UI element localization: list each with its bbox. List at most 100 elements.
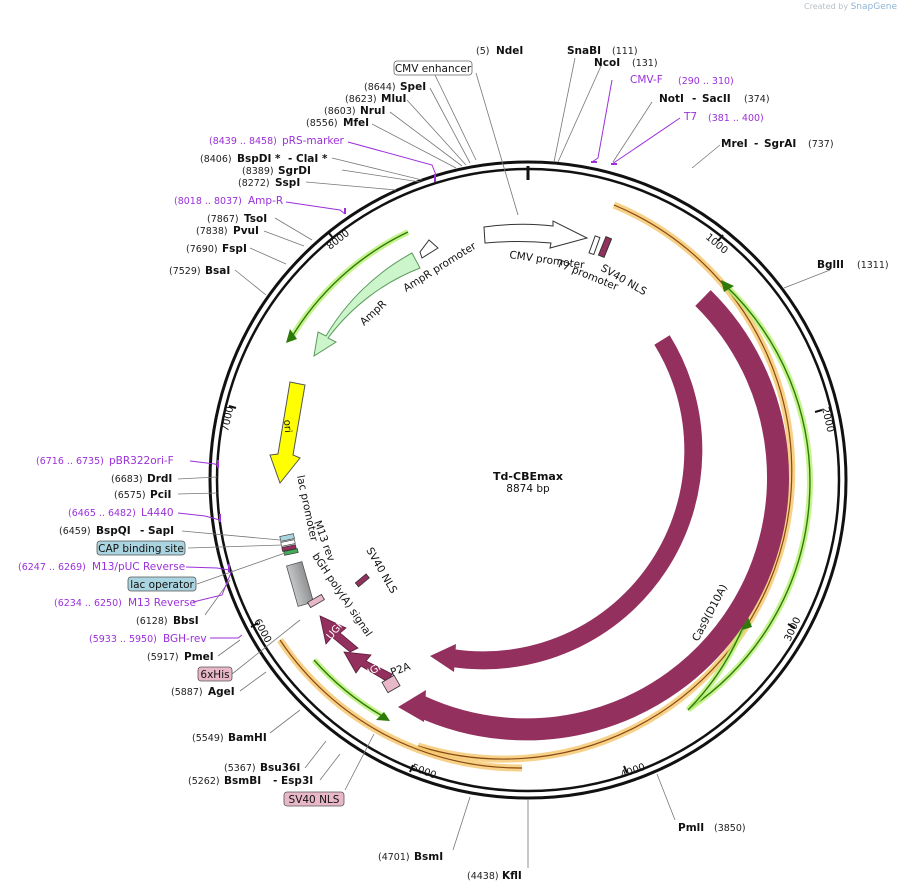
svg-text:-: -: [273, 775, 277, 787]
site-esp3i[interactable]: Esp3I: [281, 775, 313, 787]
primer-m13-puc-rev-pos: (6247 .. 6269): [18, 562, 86, 573]
site-noti-pos: (374): [744, 94, 770, 105]
site-tsoi[interactable]: TsoI: [244, 213, 267, 225]
site-bbsi[interactable]: BbsI: [173, 615, 199, 627]
primer-amp-r-pos: (8018 .. 8037): [174, 196, 242, 207]
site-bsmi-pos: (4701): [378, 852, 410, 863]
site-bspdi[interactable]: BspDI *: [237, 153, 281, 165]
site-sacii[interactable]: SacII: [702, 93, 731, 105]
leader-lines: [177, 57, 831, 868]
site-pmli-pos: (3850): [714, 823, 746, 834]
backbone-outer-ring: [208, 160, 848, 800]
site-noti[interactable]: NotI: [659, 93, 684, 105]
site-sacii-dash: -: [692, 93, 696, 105]
primer-m13-rev-pos: (6234 .. 6250): [54, 598, 122, 609]
site-bamhi[interactable]: BamHI: [228, 732, 267, 744]
site-bsmbi[interactable]: BsmBI: [224, 775, 261, 787]
primer-amp-r[interactable]: Amp-R: [248, 195, 283, 207]
primer-l4440[interactable]: L4440: [141, 507, 174, 519]
primer-leaders: [177, 79, 681, 639]
label-ampr: AmpR: [358, 298, 389, 328]
tick-1000: 1000: [703, 232, 730, 257]
site-sgrdi[interactable]: SgrDI: [278, 165, 311, 177]
site-agei[interactable]: AgeI: [208, 686, 235, 698]
site-sspi-pos: (8272): [238, 178, 270, 189]
credit-prefix: Created by: [804, 2, 849, 11]
ugi-1-arrow: [319, 615, 359, 653]
t7-promoter-mark: [588, 235, 601, 256]
site-spei-pos: (8644): [364, 82, 396, 93]
site-mfei-pos: (8556): [306, 118, 338, 129]
label-sv40-nls-mid: SV40 NLS: [363, 546, 399, 596]
site-fspi[interactable]: FspI: [222, 243, 247, 255]
orf-arc-green-left: [287, 229, 410, 342]
site-sgrai[interactable]: SgrAI: [764, 138, 796, 150]
cmv-promoter-arrow: [483, 220, 589, 249]
site-mlui-pos: (8623): [345, 94, 377, 105]
site-bsmi[interactable]: BsmI: [414, 851, 443, 863]
site-pmli[interactable]: PmlI: [678, 822, 704, 834]
site-ncoi[interactable]: NcoI: [594, 57, 620, 69]
bgh-polya-block: [286, 561, 314, 607]
site-ncoi-pos: (131): [632, 58, 658, 69]
cas9-d10a-arc: [450, 335, 703, 670]
his-tag-label[interactable]: 6xHis: [200, 669, 229, 681]
site-ndei[interactable]: NdeI: [496, 45, 523, 57]
site-sapi[interactable]: SapI: [148, 525, 174, 537]
svg-text:-: -: [288, 153, 292, 165]
lac-operator-label[interactable]: lac operator: [130, 579, 194, 591]
site-bspqi[interactable]: BspQI: [96, 525, 131, 537]
cap-binding-site-label[interactable]: CAP binding site: [98, 543, 184, 555]
site-nrui-pos: (8603): [324, 106, 356, 117]
plasmid-size: 8874 bp: [506, 483, 550, 495]
ori-arrow: [269, 381, 306, 485]
site-pvui-pos: (7838): [196, 226, 228, 237]
site-bsai-pos: (7529): [169, 266, 201, 277]
site-pmei-pos: (5917): [147, 652, 179, 663]
primer-prs-marker-pos: (8439 .. 8458): [209, 136, 277, 147]
primer-pbr322ori-f[interactable]: pBR322ori-F: [109, 455, 174, 467]
primer-t7[interactable]: T7: [683, 111, 697, 123]
primer-m13-puc-rev[interactable]: M13/pUC Reverse: [92, 561, 185, 573]
site-sgrdi-pos: (8389): [242, 166, 274, 177]
site-fspi-pos: (7690): [186, 244, 218, 255]
site-ndei-pos: (5): [476, 46, 489, 57]
ampr-arrow: [313, 252, 421, 358]
site-bglii[interactable]: BglII: [817, 259, 844, 271]
primer-m13-rev[interactable]: M13 Reverse: [128, 597, 196, 609]
snapgene-credit: Created by SnapGene: [804, 2, 897, 12]
site-clai[interactable]: ClaI *: [296, 153, 328, 165]
cas9-arc: [415, 290, 789, 741]
site-pvui[interactable]: PvuI: [233, 225, 259, 237]
sv40-nls-box-label[interactable]: SV40 NLS: [289, 794, 340, 806]
plasmid-name: Td-CBEmax: [493, 470, 563, 483]
cmv-enhancer-label[interactable]: CMV enhancer: [395, 63, 472, 75]
primer-bgh-rev-pos: (5933 .. 5950): [89, 634, 157, 645]
site-spei[interactable]: SpeI: [400, 81, 426, 93]
site-bsu36i[interactable]: Bsu36I: [260, 762, 300, 774]
site-kfli[interactable]: KflI: [502, 870, 522, 882]
site-mlui[interactable]: MluI: [381, 93, 406, 105]
primer-cmv-f[interactable]: CMV-F: [630, 74, 663, 86]
site-bglii-pos: (1311): [857, 260, 889, 271]
sv40-nls-top-mark: [597, 235, 613, 259]
site-pcii[interactable]: PciI: [150, 489, 171, 501]
site-snabi[interactable]: SnaBI: [567, 45, 601, 57]
credit-brand: SnapGene: [850, 2, 897, 12]
site-pcii-pos: (6575): [114, 490, 146, 501]
site-mfei[interactable]: MfeI: [343, 117, 369, 129]
p2a-mark: [381, 674, 401, 694]
tick-7000: 7000: [220, 405, 236, 432]
site-sspi[interactable]: SspI: [275, 177, 300, 189]
site-bsai[interactable]: BsaI: [205, 265, 230, 277]
primer-bgh-rev[interactable]: BGH-rev: [163, 633, 207, 645]
primer-prs-marker[interactable]: pRS-marker: [282, 135, 345, 147]
primer-cmv-f-pos: (290 .. 310): [678, 76, 734, 87]
site-mrei[interactable]: MreI: [721, 138, 748, 150]
site-nrui[interactable]: NruI: [360, 105, 385, 117]
site-drdi[interactable]: DrdI: [147, 473, 172, 485]
site-pmei[interactable]: PmeI: [184, 651, 214, 663]
sv40-nls-mid-mark: [307, 593, 325, 609]
site-kfli-pos: (4438): [467, 871, 499, 882]
